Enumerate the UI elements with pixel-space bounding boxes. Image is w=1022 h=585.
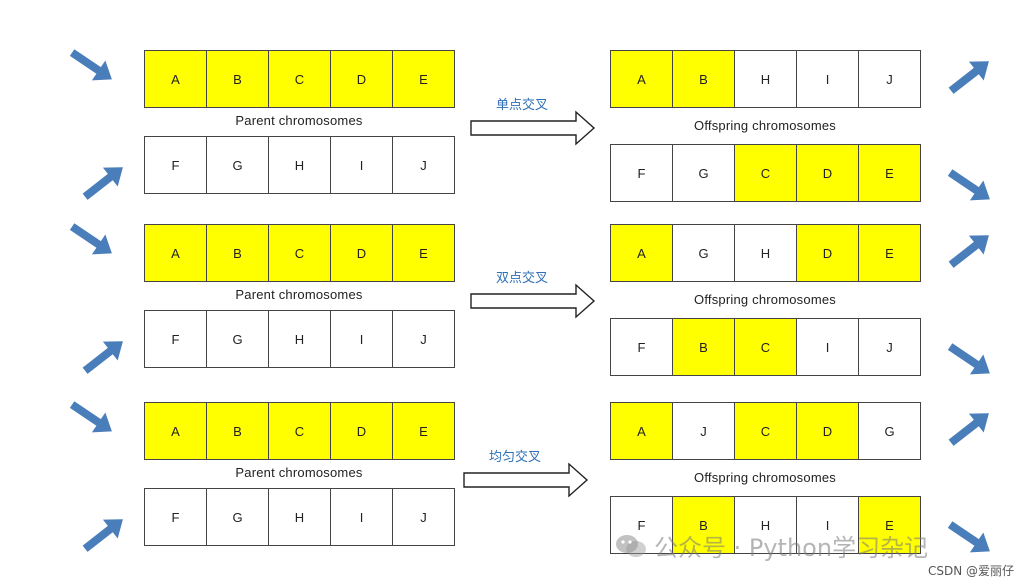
diagonal-arrow-icon	[82, 341, 123, 374]
diagonal-arrow-icon	[82, 519, 123, 552]
gene-cell: J	[858, 50, 921, 108]
gene-cell: D	[796, 402, 859, 460]
diagonal-arrow-icon	[947, 521, 990, 553]
gene-cell: C	[734, 144, 797, 202]
gene-cell: H	[734, 224, 797, 282]
gene-cell: J	[672, 402, 735, 460]
crossover-method-label: 单点交叉	[496, 98, 549, 113]
diagonal-arrow-icon	[69, 401, 112, 433]
watermark-text: 公众号 · Python学习杂记	[654, 534, 929, 562]
gene-cell: E	[858, 496, 921, 554]
gene-cell: H	[268, 136, 331, 194]
gene-cell: B	[672, 50, 735, 108]
hollow-right-arrow-icon	[463, 462, 589, 498]
offspring-caption: Offspring chromosomes	[694, 470, 836, 485]
gene-cell: G	[672, 144, 735, 202]
gene-cell: J	[392, 310, 455, 368]
gene-cell: A	[144, 50, 207, 108]
watermark: 公众号 · Python学习杂记	[614, 528, 928, 563]
parent-caption: Parent chromosomes	[235, 287, 363, 302]
gene-cell: F	[144, 310, 207, 368]
hollow-right-arrow-icon	[470, 110, 596, 146]
gene-cell: D	[330, 224, 393, 282]
gene-cell: G	[206, 136, 269, 194]
gene-cell: B	[206, 224, 269, 282]
gene-cell: C	[268, 402, 331, 460]
offspring-caption: Offspring chromosomes	[694, 118, 836, 133]
gene-cell: D	[796, 224, 859, 282]
gene-cell: I	[796, 318, 859, 376]
parent-caption: Parent chromosomes	[235, 113, 363, 128]
gene-cell: F	[610, 318, 673, 376]
diagonal-arrow-icon	[947, 343, 990, 375]
gene-cell: D	[330, 402, 393, 460]
gene-cell: F	[144, 136, 207, 194]
gene-cell: B	[672, 318, 735, 376]
gene-cell: A	[610, 224, 673, 282]
gene-cell: G	[858, 402, 921, 460]
diagonal-arrow-icon	[948, 61, 989, 94]
gene-cell: C	[734, 318, 797, 376]
gene-cell: I	[796, 50, 859, 108]
diagonal-arrow-icon	[82, 167, 123, 200]
gene-cell: A	[144, 224, 207, 282]
diagonal-arrow-icon	[947, 169, 990, 201]
gene-cell: J	[858, 318, 921, 376]
gene-cell: D	[330, 50, 393, 108]
hollow-right-arrow-icon	[470, 283, 596, 319]
crossover-method-label: 均匀交叉	[489, 450, 542, 465]
gene-cell: F	[610, 496, 673, 554]
gene-cell: I	[330, 136, 393, 194]
diagonal-arrow-icon	[948, 413, 989, 446]
diagonal-arrow-icon	[69, 49, 112, 81]
gene-cell: I	[330, 488, 393, 546]
gene-cell: F	[144, 488, 207, 546]
gene-cell: A	[610, 50, 673, 108]
gene-cell: E	[392, 402, 455, 460]
gene-cell: J	[392, 488, 455, 546]
diagonal-arrow-icon	[69, 223, 112, 255]
gene-cell: B	[672, 496, 735, 554]
gene-cell: H	[268, 488, 331, 546]
gene-cell: C	[268, 224, 331, 282]
wechat-icon	[614, 533, 648, 559]
offspring-caption: Offspring chromosomes	[694, 292, 836, 307]
credit-text: CSDN @爱丽仔	[927, 564, 1014, 578]
gene-cell: G	[206, 488, 269, 546]
diagonal-arrow-icon	[948, 235, 989, 268]
gene-cell: E	[858, 144, 921, 202]
gene-cell: E	[392, 224, 455, 282]
gene-cell: E	[858, 224, 921, 282]
gene-cell: G	[206, 310, 269, 368]
gene-cell: B	[206, 402, 269, 460]
gene-cell: C	[734, 402, 797, 460]
crossover-method-label: 双点交叉	[496, 271, 549, 286]
gene-cell: H	[734, 50, 797, 108]
gene-cell: J	[392, 136, 455, 194]
gene-cell: I	[330, 310, 393, 368]
parent-caption: Parent chromosomes	[235, 465, 363, 480]
gene-cell: A	[610, 402, 673, 460]
gene-cell: C	[268, 50, 331, 108]
gene-cell: D	[796, 144, 859, 202]
gene-cell: G	[672, 224, 735, 282]
gene-cell: A	[144, 402, 207, 460]
gene-cell: F	[610, 144, 673, 202]
gene-cell: H	[268, 310, 331, 368]
gene-cell: E	[392, 50, 455, 108]
gene-cell: B	[206, 50, 269, 108]
